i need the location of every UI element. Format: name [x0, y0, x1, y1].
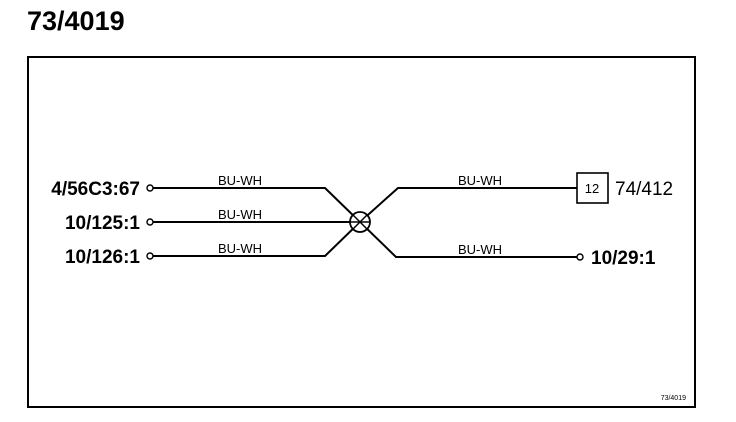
left-connector-label: 10/126:1 — [65, 247, 140, 268]
connector-box-number: 12 — [585, 181, 599, 196]
right-connector-label: 74/412 — [615, 179, 673, 200]
terminal-icon — [576, 253, 584, 261]
wire-color-label: BU-WH — [218, 207, 262, 222]
left-connector-label: 10/125:1 — [65, 213, 140, 234]
right-connector-label: 10/29:1 — [591, 248, 656, 269]
wire-color-label: BU-WH — [218, 241, 262, 256]
left-connector-label: 4/56C3:67 — [51, 179, 140, 200]
diagram-id-footer: 73/4019 — [661, 395, 686, 402]
terminal-icon — [146, 184, 154, 192]
diagram-title: 73/4019 — [27, 6, 125, 36]
right-wire-2 — [359, 221, 584, 261]
wire-color-label: BU-WH — [458, 242, 502, 257]
wire-color-label: BU-WH — [458, 173, 502, 188]
left-wire-2 — [146, 218, 360, 226]
left-wire-1 — [146, 184, 361, 223]
connector-box — [576, 172, 609, 204]
right-wire-1 — [359, 187, 577, 223]
diagram-frame — [27, 56, 696, 408]
splice-icon — [349, 211, 371, 233]
wire-color-label: BU-WH — [218, 173, 262, 188]
terminal-icon — [146, 218, 154, 226]
left-wire-3 — [146, 221, 361, 260]
terminal-icon — [146, 252, 154, 260]
